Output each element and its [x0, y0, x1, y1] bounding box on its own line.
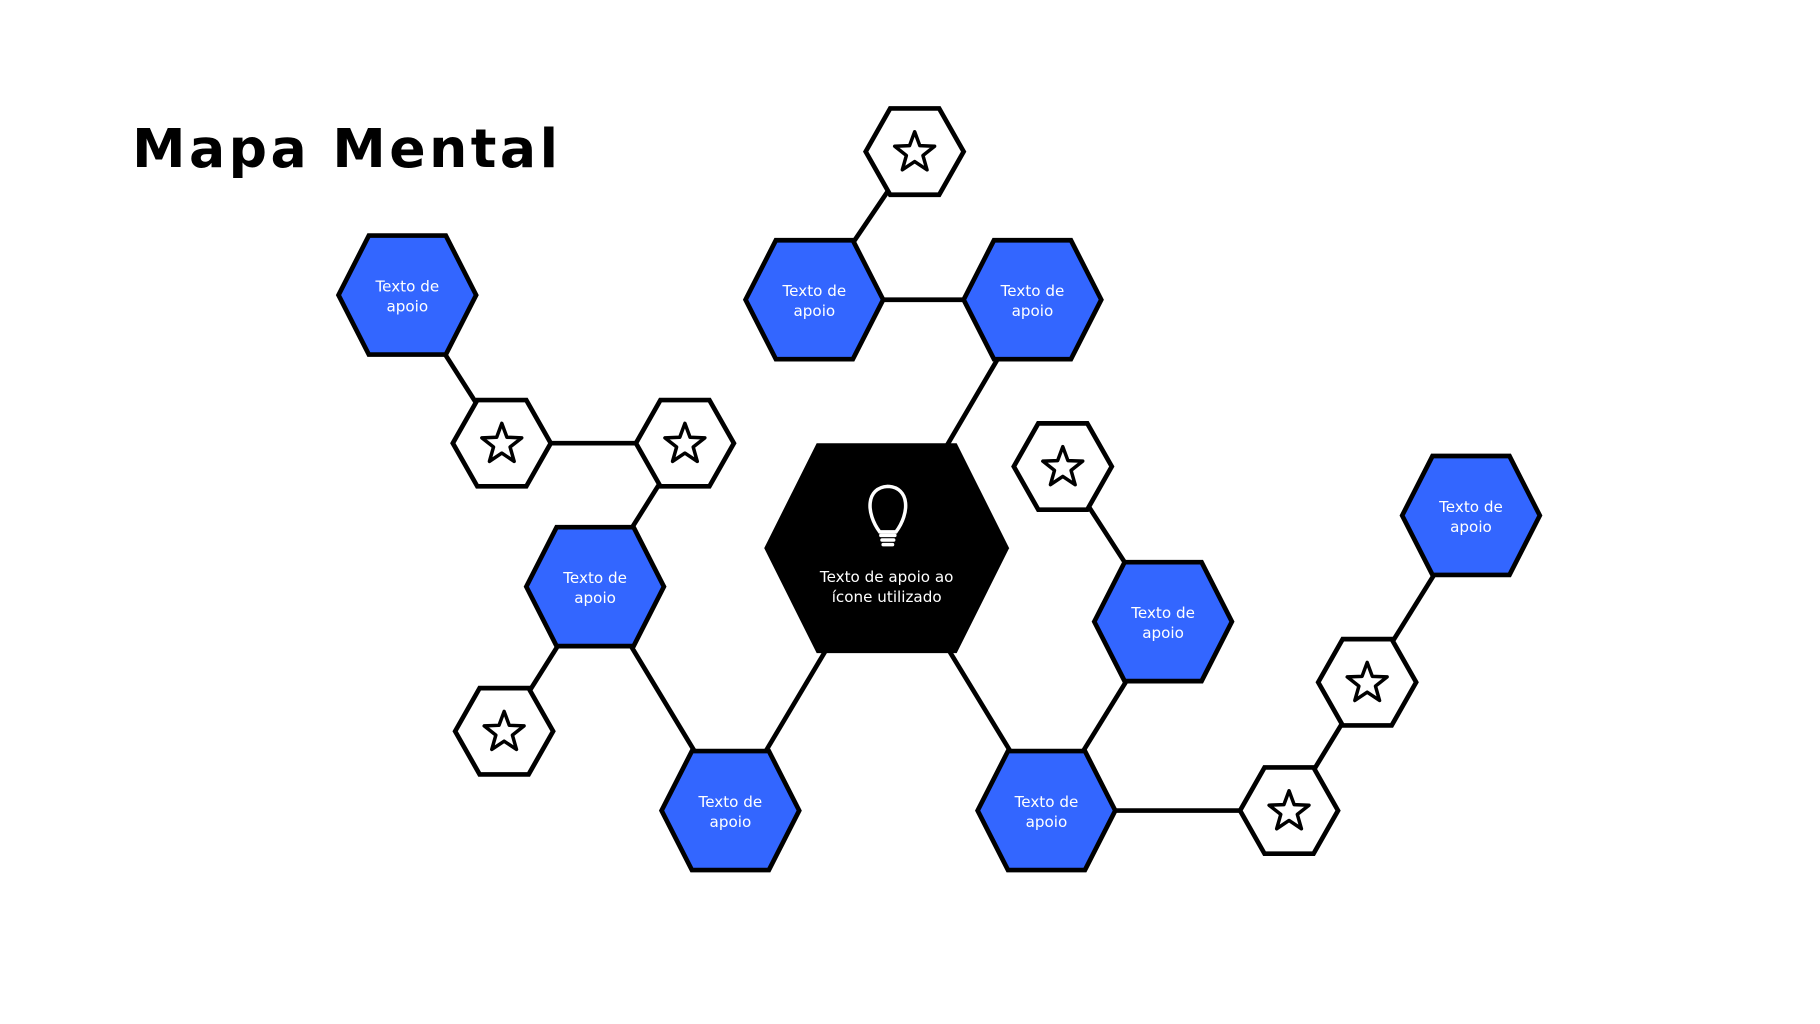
topic-node[interactable]: Texto de apoio: [658, 748, 802, 873]
star-hexagon: [1011, 421, 1115, 512]
topic-node[interactable]: Texto de apoio: [1091, 559, 1235, 684]
star-hexagon: [633, 397, 737, 489]
topic-hexagon: [742, 237, 886, 362]
topic-label-line2: apoio: [386, 297, 428, 315]
topic-label-line1: Texto de: [1438, 498, 1503, 516]
star-hexagon: [452, 685, 556, 777]
topic-node[interactable]: Texto de apoio: [742, 237, 886, 362]
topic-label-line1: Texto de: [782, 282, 847, 300]
star-hexagon: [1237, 765, 1341, 857]
topic-hexagon: [658, 748, 802, 873]
topic-label-line1: Texto de: [562, 569, 627, 587]
star-node[interactable]: [1237, 765, 1341, 857]
topic-hexagon: [335, 233, 479, 357]
topic-label-line2: apoio: [1450, 518, 1492, 536]
star-icon: [892, 130, 937, 172]
topic-label-line2: apoio: [1012, 302, 1054, 320]
topic-label-line2: apoio: [794, 302, 836, 320]
topic-hexagon: [975, 748, 1118, 873]
topic-node[interactable]: Texto de apoio: [1399, 453, 1543, 578]
star-icon: [663, 421, 707, 464]
topic-node[interactable]: Texto de apoio: [523, 524, 667, 649]
topic-hexagon: [1091, 559, 1235, 684]
topic-label-line1: Texto de: [374, 278, 439, 296]
center-hexagon: [764, 443, 1010, 654]
topic-hexagon: [523, 524, 667, 649]
topic-label-line1: Texto de: [698, 793, 763, 811]
lightbulb-icon: [868, 484, 908, 547]
star-node[interactable]: [1011, 421, 1115, 512]
topic-hexagon: [961, 237, 1104, 362]
star-icon: [1345, 660, 1389, 703]
topic-label-line2: apoio: [1026, 813, 1068, 831]
topic-label-line2: apoio: [1142, 624, 1184, 642]
topic-label-line2: apoio: [574, 589, 616, 607]
center-label-line1: Texto de apoio ao: [819, 568, 954, 586]
star-hexagon: [450, 397, 554, 489]
center-node[interactable]: Texto de apoio ao ícone utilizado: [764, 443, 1010, 654]
star-node[interactable]: [452, 685, 556, 777]
topic-label-line1: Texto de: [1130, 604, 1195, 622]
star-node[interactable]: [633, 397, 737, 489]
star-icon: [480, 421, 524, 464]
topic-label-line1: Texto de: [1000, 282, 1065, 300]
topic-label-line1: Texto de: [1014, 793, 1079, 811]
center-label-line2: ícone utilizado: [832, 588, 942, 606]
topic-hexagon: [1399, 453, 1543, 578]
page-title: Mapa Mental: [132, 117, 561, 180]
star-hexagon: [862, 106, 967, 198]
star-icon: [1041, 444, 1085, 487]
star-icon: [1267, 788, 1311, 831]
star-node[interactable]: [450, 397, 554, 489]
star-hexagon: [1315, 636, 1419, 728]
star-icon: [482, 709, 526, 752]
star-node[interactable]: [862, 106, 967, 198]
topic-label-line2: apoio: [710, 813, 752, 831]
topic-node[interactable]: Texto de apoio: [975, 748, 1118, 873]
star-node[interactable]: [1315, 636, 1419, 728]
topic-node[interactable]: Texto de apoio: [961, 237, 1104, 362]
